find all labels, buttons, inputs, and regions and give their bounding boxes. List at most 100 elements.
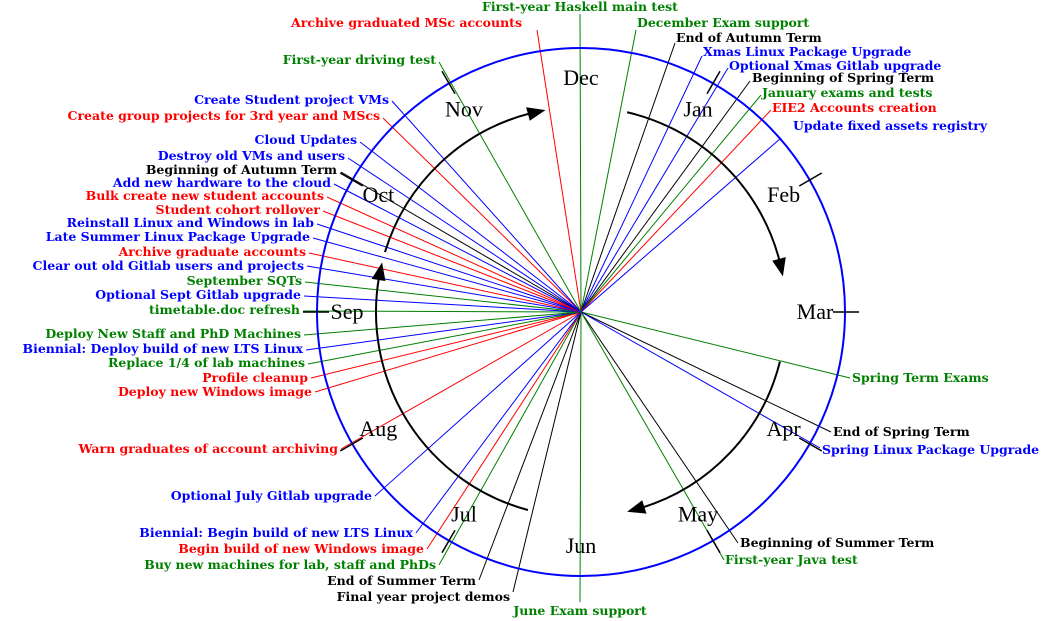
event-label: Archive graduated MSc accounts [290,15,522,30]
month-ticks [303,70,859,554]
event-spoke [326,196,582,313]
event-label: Xmas Linux Package Upgrade [703,44,911,59]
term-arrow-arc [384,112,532,253]
event-spoke [580,311,851,379]
event-spoke [307,311,582,365]
event-spoke [536,29,582,313]
event-label: September SQTs [187,273,302,288]
event-spoke [512,311,582,593]
event-label: End of Autumn Term [676,30,822,45]
month-label: Oct [362,182,394,207]
month-label: Jun [566,533,597,558]
event-label: Optional Sept Gitlab upgrade [95,287,301,302]
event-spoke [340,311,582,450]
event-spoke [333,183,582,313]
event-label: Student cohort rollover [156,202,321,217]
event-label: Beginning of Autumn Term [146,162,337,177]
event-spoke [580,94,762,313]
event-spoke [580,311,832,433]
month-tick [339,437,364,452]
event-spoke [579,311,582,603]
event-label: Cloud Updates [255,132,357,147]
month-label: Dec [563,65,599,90]
event-spoke [391,100,582,313]
event-spoke [303,295,582,313]
arrowhead-icon [371,262,386,282]
event-spoke [580,29,637,313]
event-label: Bulk create new student accounts [86,188,324,203]
month-label: Feb [767,182,800,207]
event-label: Beginning of Spring Term [752,70,934,85]
month-label: Apr [767,416,802,441]
event-spoke [314,311,582,393]
event-spoke [580,109,772,313]
event-label: Archive graduate accounts [118,244,306,259]
event-spoke [312,237,582,313]
event-label: First-year Java test [725,552,858,567]
month-label: Aug [359,416,397,441]
event-label: Replace 1/4 of lab machines [108,355,305,370]
term-arrow-arc [626,111,781,263]
event-label: Warn graduates of account archiving [77,441,338,456]
event-label: Buy new machines for lab, staff and PhDs [144,557,436,572]
event-spoke [340,171,582,313]
event-spoke [347,157,582,313]
month-tick [339,172,364,187]
event-label: Create Student project VMs [194,92,389,107]
event-spoke [580,80,751,313]
month-tick [441,70,456,95]
event-spoke [438,61,582,313]
event-spoke [478,311,582,581]
event-spoke [305,311,582,351]
event-label: Profile cleanup [202,370,308,385]
event-spoke [302,310,582,313]
term-arrow-arc [640,361,781,509]
month-label: May [678,502,718,527]
event-label: End of Spring Term [833,424,970,439]
event-label: Biennial: Deploy build of new LTS Linux [23,341,304,356]
event-label: First-year Haskell main test [482,0,678,14]
event-spoke [580,311,725,561]
event-spoke [579,13,582,313]
month-label: Sep [331,299,364,324]
month-tick [798,437,823,452]
event-spoke [374,311,582,497]
event-label: Late Summer Linux Package Upgrade [46,229,310,244]
event-label: Spring Term Exams [852,370,989,385]
event-label: Optional July Gitlab upgrade [171,488,372,503]
event-spoke [580,311,739,544]
arrowhead-icon [772,257,786,277]
month-tick [706,70,721,95]
month-tick [798,172,823,187]
event-spoke [306,265,582,313]
event-label: Clear out old Gitlab users and projects [33,258,304,273]
event-label: Deploy New Staff and PhD Machines [45,326,301,341]
term-arrows [371,107,786,514]
event-spoke [580,55,703,313]
arrowhead-icon [627,500,647,514]
event-label: Spring Linux Package Upgrade [822,442,1039,457]
event-label: First-year driving test [283,52,436,67]
event-spoke [438,311,582,566]
event-spoke [382,117,582,313]
month-label: Mar [797,299,834,324]
event-label: Add new hardware to the cloud [112,175,331,190]
event-spoke [580,42,676,313]
event-label: Begin build of new Windows image [178,541,424,556]
event-label: Reinstall Linux and Windows in lab [67,215,315,230]
event-spoke [304,281,582,313]
event-spoke [303,311,582,336]
month-tick [441,529,456,554]
event-label: Beginning of Summer Term [740,535,934,550]
arrowhead-icon [526,107,546,121]
event-spoke [580,311,821,449]
event-label: timetable.doc refresh [149,302,300,317]
month-label: Jul [451,502,477,527]
event-spoke [308,252,582,313]
month-label: Nov [445,96,483,121]
event-spoke [415,311,582,534]
